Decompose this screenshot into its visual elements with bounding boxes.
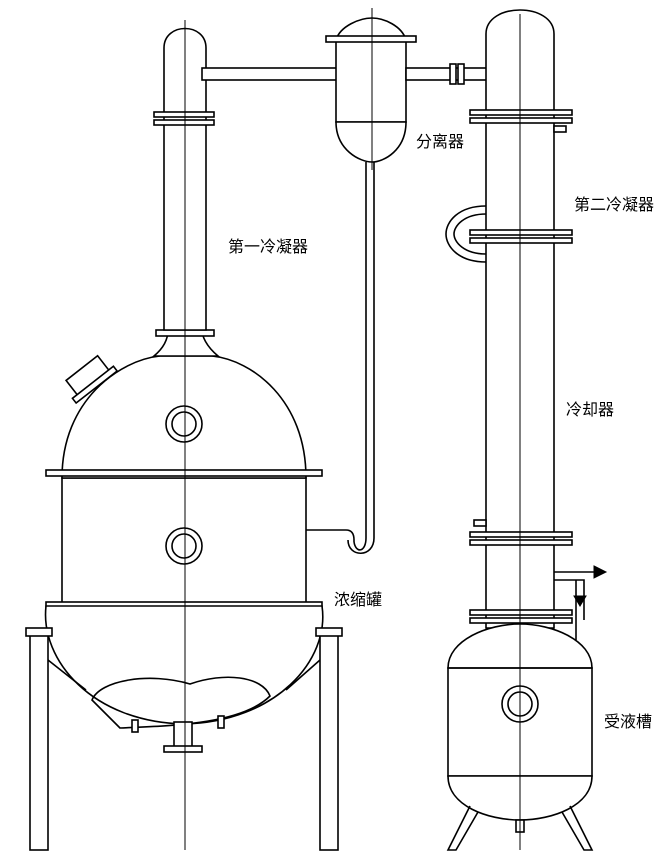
center-lines — [184, 8, 521, 850]
label-concentration-tank: 浓缩罐 — [334, 590, 383, 609]
label-cooler: 冷却器 — [566, 400, 615, 419]
concentration-tank — [25, 354, 355, 851]
label-second-condenser: 第二冷凝器 — [574, 195, 655, 214]
first-condenser — [151, 27, 347, 357]
label-separator: 分离器 — [416, 132, 465, 151]
separator — [325, 8, 491, 555]
second-condenser-column — [445, 9, 608, 640]
label-receiving-tank: 受液槽 — [604, 712, 653, 731]
label-first-condenser: 第一冷凝器 — [228, 237, 309, 256]
